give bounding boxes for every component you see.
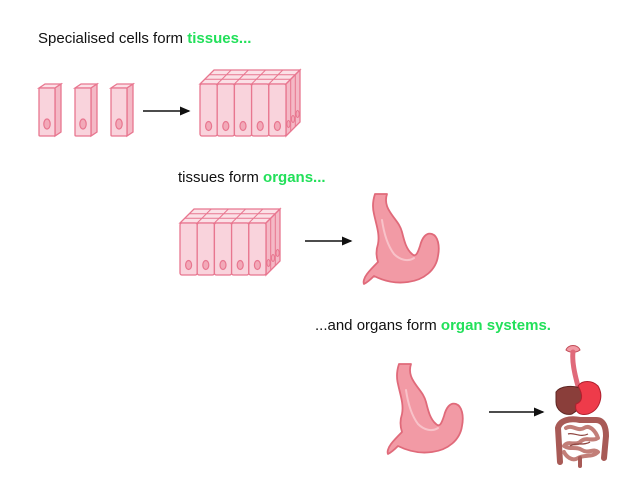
cell-icon	[38, 83, 62, 137]
tissue-block-icon	[199, 69, 301, 137]
caption-organs-to-systems: ...and organs form organ systems.	[315, 317, 551, 334]
tissue-block-icon	[179, 208, 281, 276]
stomach-icon	[362, 193, 440, 285]
caption-highlight: organ systems.	[440, 317, 551, 334]
caption-text: tissues form	[178, 169, 264, 186]
caption-text: Specialised cells form	[38, 30, 188, 47]
caption-highlight: organs...	[263, 169, 326, 186]
cell-icon	[74, 83, 98, 137]
caption-tissues-to-organs: tissues form organs...	[178, 169, 326, 186]
caption-highlight: tissues...	[187, 30, 252, 47]
stomach-icon	[386, 363, 464, 455]
cell-icon	[110, 83, 134, 137]
digestive-system-icon	[554, 345, 610, 468]
caption-text: ...and organs form	[315, 317, 441, 334]
caption-cells-to-tissues: Specialised cells form tissues...	[38, 30, 251, 47]
